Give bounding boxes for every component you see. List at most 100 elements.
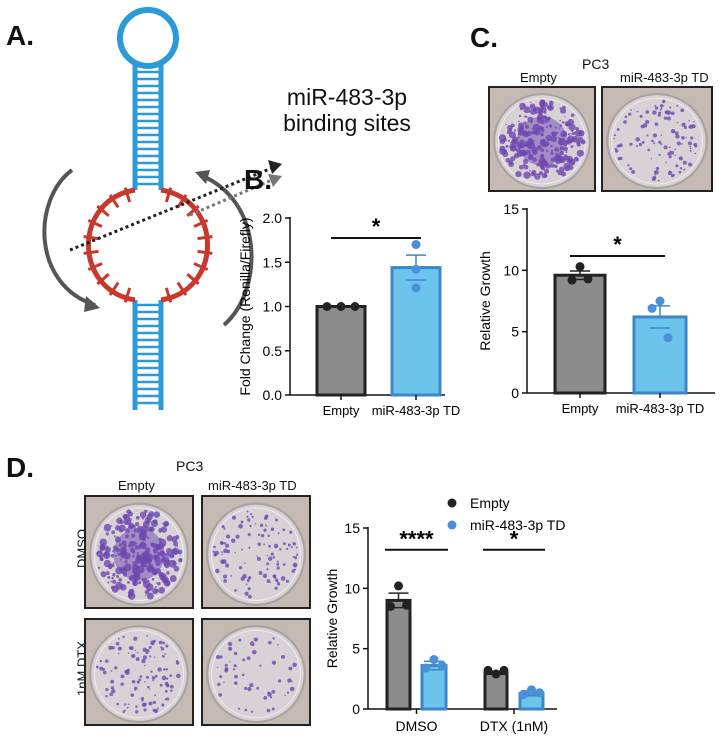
data-point <box>519 690 528 700</box>
colony <box>257 542 262 547</box>
colony <box>136 651 139 654</box>
colony <box>544 168 550 174</box>
colony <box>249 641 255 646</box>
mirna-arc-right <box>199 173 254 327</box>
site-tick <box>87 218 103 228</box>
colony <box>530 101 532 103</box>
colony <box>638 142 643 147</box>
colony <box>126 706 129 709</box>
colony <box>266 562 270 566</box>
colony <box>499 145 506 152</box>
y-tick-label: 10 <box>503 262 519 278</box>
colony <box>225 563 230 568</box>
panel-c-col-empty: Empty <box>520 70 557 85</box>
colony <box>142 655 148 660</box>
colony <box>107 575 111 579</box>
colony <box>140 696 145 701</box>
colony <box>232 668 236 671</box>
colony <box>664 110 669 115</box>
data-point <box>483 665 493 675</box>
colony <box>567 133 570 136</box>
site-tick <box>123 287 132 303</box>
colony <box>518 136 520 138</box>
colony <box>105 688 109 692</box>
colony <box>663 116 668 120</box>
colony <box>234 674 238 679</box>
colony <box>170 689 173 692</box>
colony <box>267 534 270 537</box>
colony <box>660 134 663 136</box>
colony <box>172 560 176 565</box>
colony <box>575 158 579 162</box>
colony <box>554 126 557 129</box>
colony <box>558 137 561 140</box>
colony <box>536 113 544 121</box>
colony <box>512 136 519 143</box>
colony <box>141 552 145 556</box>
colony <box>215 568 220 574</box>
colony <box>271 707 275 711</box>
dish-rim <box>210 507 302 601</box>
panel-d-col-td: miR-483-3p TD <box>208 478 297 493</box>
colony <box>571 162 575 165</box>
site-tick <box>123 187 132 203</box>
colony <box>229 661 231 663</box>
colony <box>133 573 141 581</box>
colony <box>658 140 662 144</box>
dotted-arrow <box>189 178 273 217</box>
plate-c-empty <box>488 86 596 192</box>
colony <box>133 528 138 533</box>
colony <box>680 108 685 113</box>
colony <box>560 130 568 138</box>
colony <box>523 104 526 107</box>
colony <box>115 641 120 646</box>
colony <box>576 149 584 157</box>
data-point <box>499 665 509 675</box>
colony <box>152 708 156 712</box>
colony <box>150 542 155 547</box>
panel-d-col-empty: Empty <box>118 478 155 493</box>
colony <box>110 553 115 558</box>
colony <box>249 683 254 688</box>
colony <box>244 591 249 596</box>
colony <box>274 586 278 590</box>
colony <box>164 698 167 701</box>
colony <box>520 130 523 133</box>
colony <box>245 583 248 586</box>
colony <box>533 128 541 136</box>
colony <box>690 136 694 140</box>
colony <box>169 553 175 559</box>
colony <box>136 680 140 684</box>
colony <box>135 710 139 714</box>
colony <box>152 700 157 705</box>
colony <box>145 594 147 597</box>
colony <box>110 686 115 690</box>
colony <box>260 534 265 538</box>
colony <box>668 155 672 159</box>
colony <box>136 530 140 533</box>
colony <box>126 519 132 526</box>
colony <box>105 545 108 547</box>
colony <box>550 135 558 143</box>
colony <box>124 534 129 539</box>
colony <box>277 583 280 586</box>
colony <box>141 658 146 664</box>
colony <box>158 537 163 542</box>
site-tick <box>186 273 200 286</box>
colony <box>176 673 181 679</box>
arrowhead <box>268 160 282 174</box>
colony <box>247 533 251 537</box>
colony <box>540 132 544 137</box>
colony <box>629 142 633 146</box>
y-tick-label: 0 <box>352 701 360 717</box>
dotted-arrow <box>69 166 273 252</box>
colony <box>286 691 290 694</box>
colony <box>147 685 150 689</box>
colony <box>523 106 531 114</box>
colony <box>688 162 693 167</box>
colony <box>153 511 160 518</box>
colony <box>537 146 540 148</box>
colony <box>294 564 297 567</box>
plate-image <box>203 497 309 607</box>
colony <box>242 574 247 579</box>
